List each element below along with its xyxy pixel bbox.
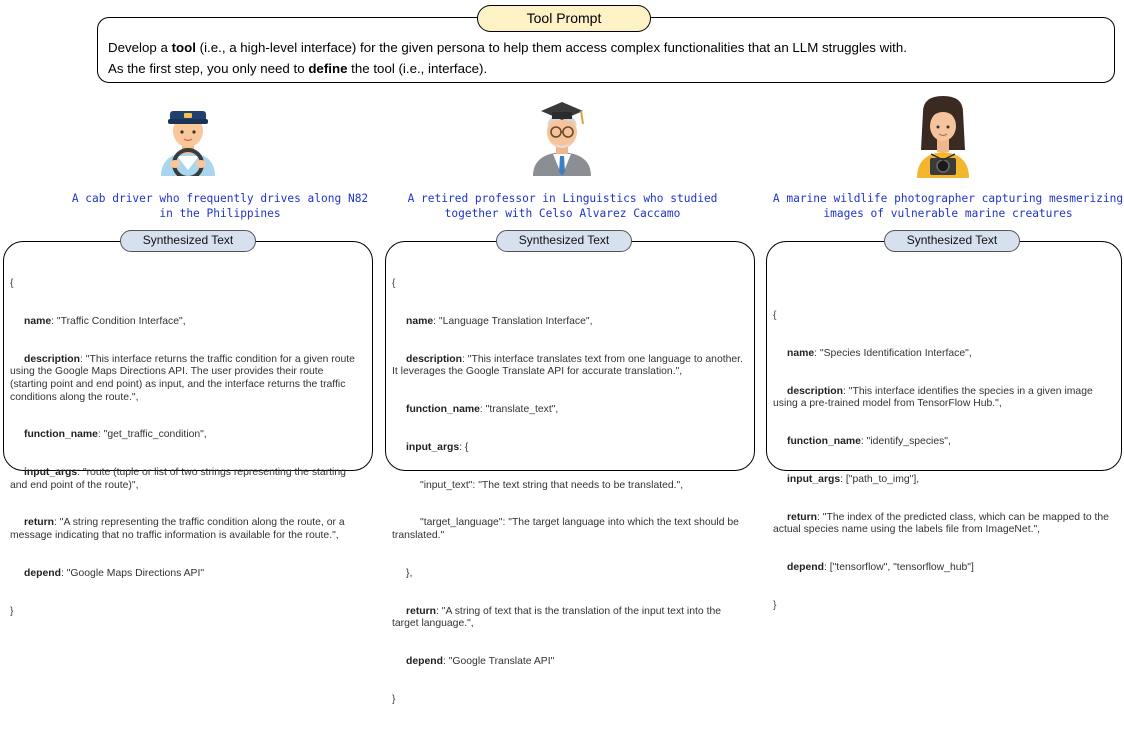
tool-prompt-text: Develop a tool (i.e., a high-level inter… [108,40,907,76]
tool-prompt-tag: Tool Prompt [477,5,651,32]
json-block: { name: "Language Translation Interface"… [392,278,746,705]
synthesized-text-card: { name: "Traffic Condition Interface", d… [3,241,373,617]
synthesized-text-card: { name: "Language Translation Interface"… [385,241,755,705]
professor-avatar [533,102,591,176]
persona-professor: A retired professor in Linguistics who s… [407,192,718,220]
synthesized-text-tag: Synthesized Text [120,230,256,252]
json-block: { name: "Species Identification Interfac… [773,310,1112,611]
synthesized-text-tag: Synthesized Text [496,230,632,252]
synthesized-text-tag: Synthesized Text [884,230,1020,252]
photographer-avatar [917,96,969,178]
json-block: { name: "Traffic Condition Interface", d… [10,278,358,617]
cab-driver-avatar [161,111,215,176]
synthesized-text-card: { name: "Species Identification Interfac… [766,241,1122,611]
persona-photographer: A marine wildlife photographer capturing… [772,192,1124,220]
persona-cab-driver: A cab driver who frequently drives along… [71,192,369,220]
